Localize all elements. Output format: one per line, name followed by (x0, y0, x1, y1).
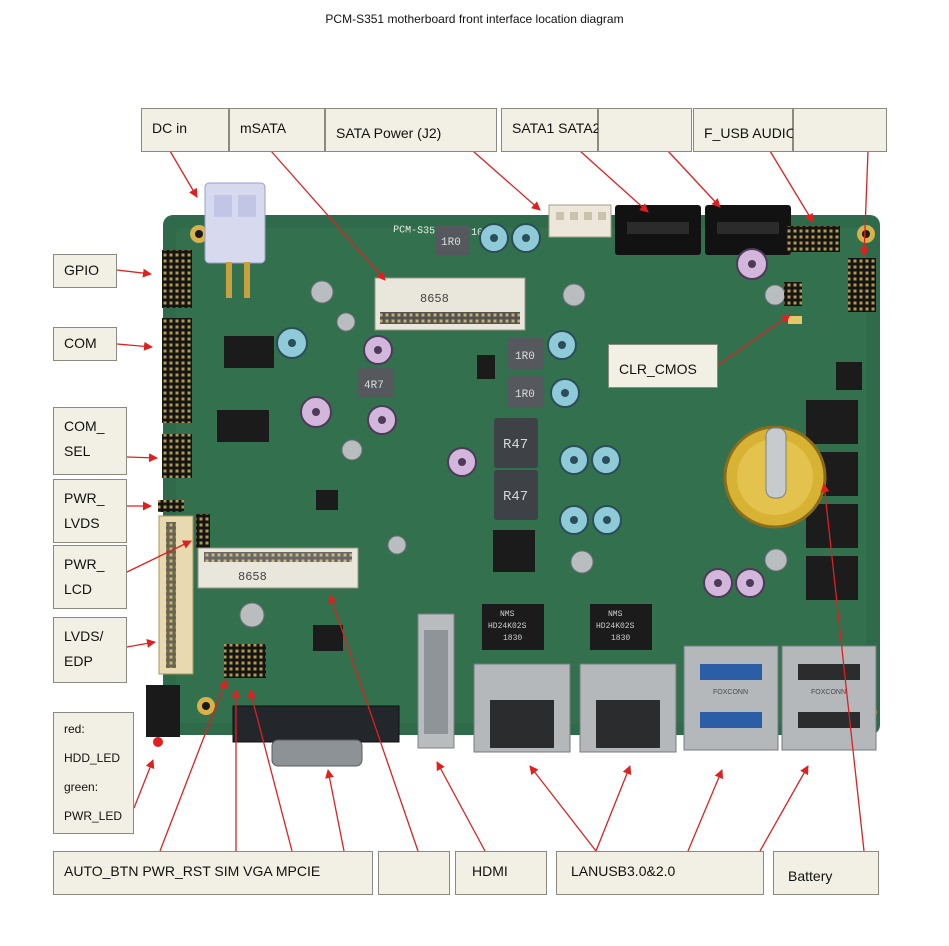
inductor (508, 376, 544, 408)
inductor (358, 368, 394, 398)
sata-power-connector (548, 204, 612, 238)
svg-text:HD24K02S: HD24K02S (596, 622, 635, 631)
ic-chip (477, 355, 495, 379)
svg-text:8658: 8658 (238, 570, 267, 584)
label-msata: mSATA (229, 108, 325, 152)
usb-stack-2 (781, 645, 877, 751)
svg-text:NMS: NMS (500, 610, 515, 619)
standoffs (239, 280, 788, 628)
label-hdmi: HDMI (455, 851, 547, 895)
led-housing (146, 685, 180, 737)
label-sata2-box (598, 108, 692, 152)
svg-text:R47: R47 (503, 489, 528, 505)
pointer-lines (116, 150, 869, 852)
inductor (508, 338, 544, 370)
label-com: COM (53, 327, 117, 361)
inductor (435, 225, 470, 255)
capacitors (276, 223, 768, 598)
label-dc-in: DC in (141, 108, 229, 152)
ram-chip (806, 400, 858, 444)
label-blank-box (378, 851, 450, 895)
svg-text:HD24K02S: HD24K02S (488, 622, 527, 631)
svg-text:1830: 1830 (503, 634, 522, 643)
ic-chip (217, 410, 269, 442)
ram-chip (806, 504, 858, 548)
svg-text:R47: R47 (503, 437, 528, 453)
label-leds: red:HDD_LED green:PWR_LED (53, 712, 134, 834)
label-sata12: SATA1 SATA2 (501, 108, 600, 152)
label-gpio: GPIO (53, 254, 117, 288)
pwr-lcd-header (196, 514, 210, 548)
vga-connector (232, 705, 400, 743)
label-fusb-audio: F_USB AUDIO (693, 108, 797, 152)
label-clr-cmos: CLR_CMOS (608, 344, 718, 388)
svg-text:1830: 1830 (611, 634, 630, 643)
label-pwr-lvds: PWR_LVDS (53, 479, 127, 543)
audio-header (848, 258, 876, 312)
clr-cmos-jumper (784, 282, 802, 306)
fusb-header (786, 226, 840, 252)
svg-text:FOXCONN: FOXCONN (811, 689, 846, 696)
svg-text:1R0: 1R0 (515, 351, 535, 363)
svg-text:8658: 8658 (420, 292, 449, 306)
pwr-lvds-header (158, 500, 184, 512)
label-audio-box (793, 108, 887, 152)
lan-transformer (590, 604, 652, 650)
ic-chip (313, 625, 343, 651)
hdd-led (153, 737, 163, 747)
label-pwr-lcd: PWR_LCD (53, 545, 127, 609)
gpio-header (162, 250, 192, 308)
choke (494, 418, 538, 468)
ic-chip (836, 362, 862, 390)
front-panel-header (224, 644, 266, 678)
ic-chip (316, 490, 338, 510)
label-lan-usb: LANUSB3.0&2.0 (556, 851, 764, 895)
label-com-sel: COM_SEL (53, 407, 127, 475)
usb-stack-1 (683, 645, 779, 751)
diagram-title: PCM-S351 motherboard front interface loc… (325, 12, 624, 26)
svg-text:4R7: 4R7 (364, 380, 384, 392)
lan-transformer (482, 604, 544, 650)
label-bottom-left: AUTO_BTN PWR_RST SIM VGA MPCIE (53, 851, 373, 895)
ic-chip (224, 336, 274, 368)
svg-text:FOXCONN: FOXCONN (713, 689, 748, 696)
svg-text:1R0: 1R0 (441, 237, 461, 249)
ic-chip (493, 530, 535, 572)
com-header (162, 318, 192, 423)
svg-text:1R0: 1R0 (515, 389, 535, 401)
label-sata-power: SATA Power (J2) (325, 108, 497, 152)
label-battery: Battery (773, 851, 879, 895)
com-sel-header (162, 434, 192, 478)
label-lvds-edp: LVDS/EDP (53, 617, 127, 683)
choke (494, 470, 538, 520)
svg-text:NMS: NMS (608, 610, 623, 619)
